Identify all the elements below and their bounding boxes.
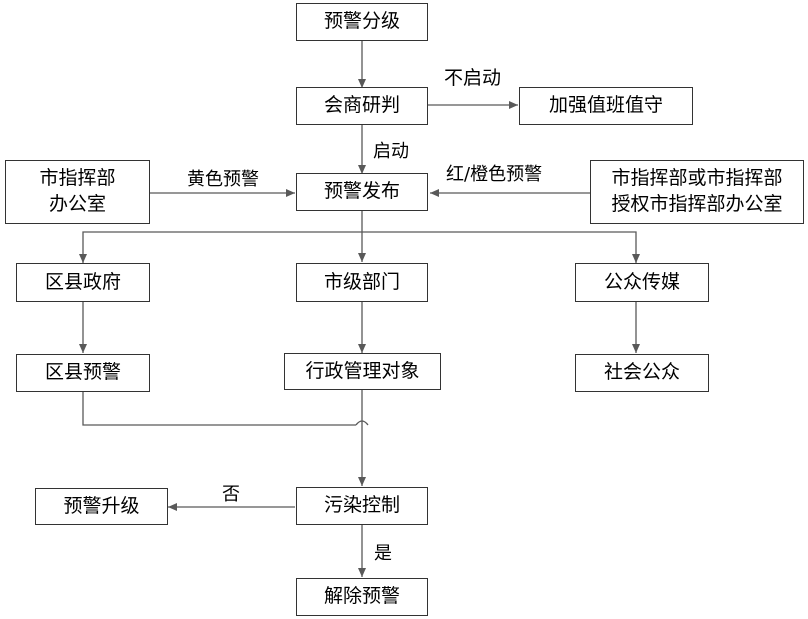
label-yes: 是 [374, 543, 392, 564]
node-admin-targets: 行政管理对象 [284, 353, 441, 390]
node-city-hq-authorized-line-1: 市指挥部或市指挥部 [611, 167, 783, 190]
node-city-departments: 市级部门 [296, 263, 428, 302]
edge-merge-bar [82, 391, 356, 426]
label-start: 启动 [373, 141, 409, 162]
node-public-media: 公众传媒 [575, 263, 709, 302]
node-city-hq-office-line-1: 市指挥部 [39, 167, 116, 190]
node-warning-upgrade: 预警升级 [35, 488, 168, 525]
label-not-start: 不启动 [444, 67, 502, 89]
node-consultation: 会商研判 [296, 87, 428, 125]
node-warning-release: 预警发布 [296, 173, 428, 211]
label-no: 否 [222, 484, 240, 505]
label-red-orange-warning: 红/橙色预警 [446, 164, 543, 185]
node-city-hq-authorized-line-2: 授权市指挥部办公室 [611, 193, 783, 215]
node-city-hq-authorized: 市指挥部或市指挥部 授权市指挥部办公室 [590, 160, 804, 224]
node-warning-grading: 预警分级 [296, 3, 428, 41]
node-pollution-control: 污染控制 [296, 487, 428, 525]
label-yellow-warning: 黄色预警 [187, 169, 259, 190]
edge-release-branch-bar [82, 231, 637, 262]
node-strengthen-duty: 加强值班值守 [519, 87, 693, 125]
node-general-public: 社会公众 [575, 354, 709, 392]
node-county-warning: 区县预警 [16, 354, 150, 392]
node-city-hq-office-line-2: 办公室 [48, 193, 106, 215]
node-county-government: 区县政府 [16, 263, 150, 302]
node-city-hq-office: 市指挥部 办公室 [5, 160, 150, 224]
node-lift-warning: 解除预警 [296, 578, 428, 616]
